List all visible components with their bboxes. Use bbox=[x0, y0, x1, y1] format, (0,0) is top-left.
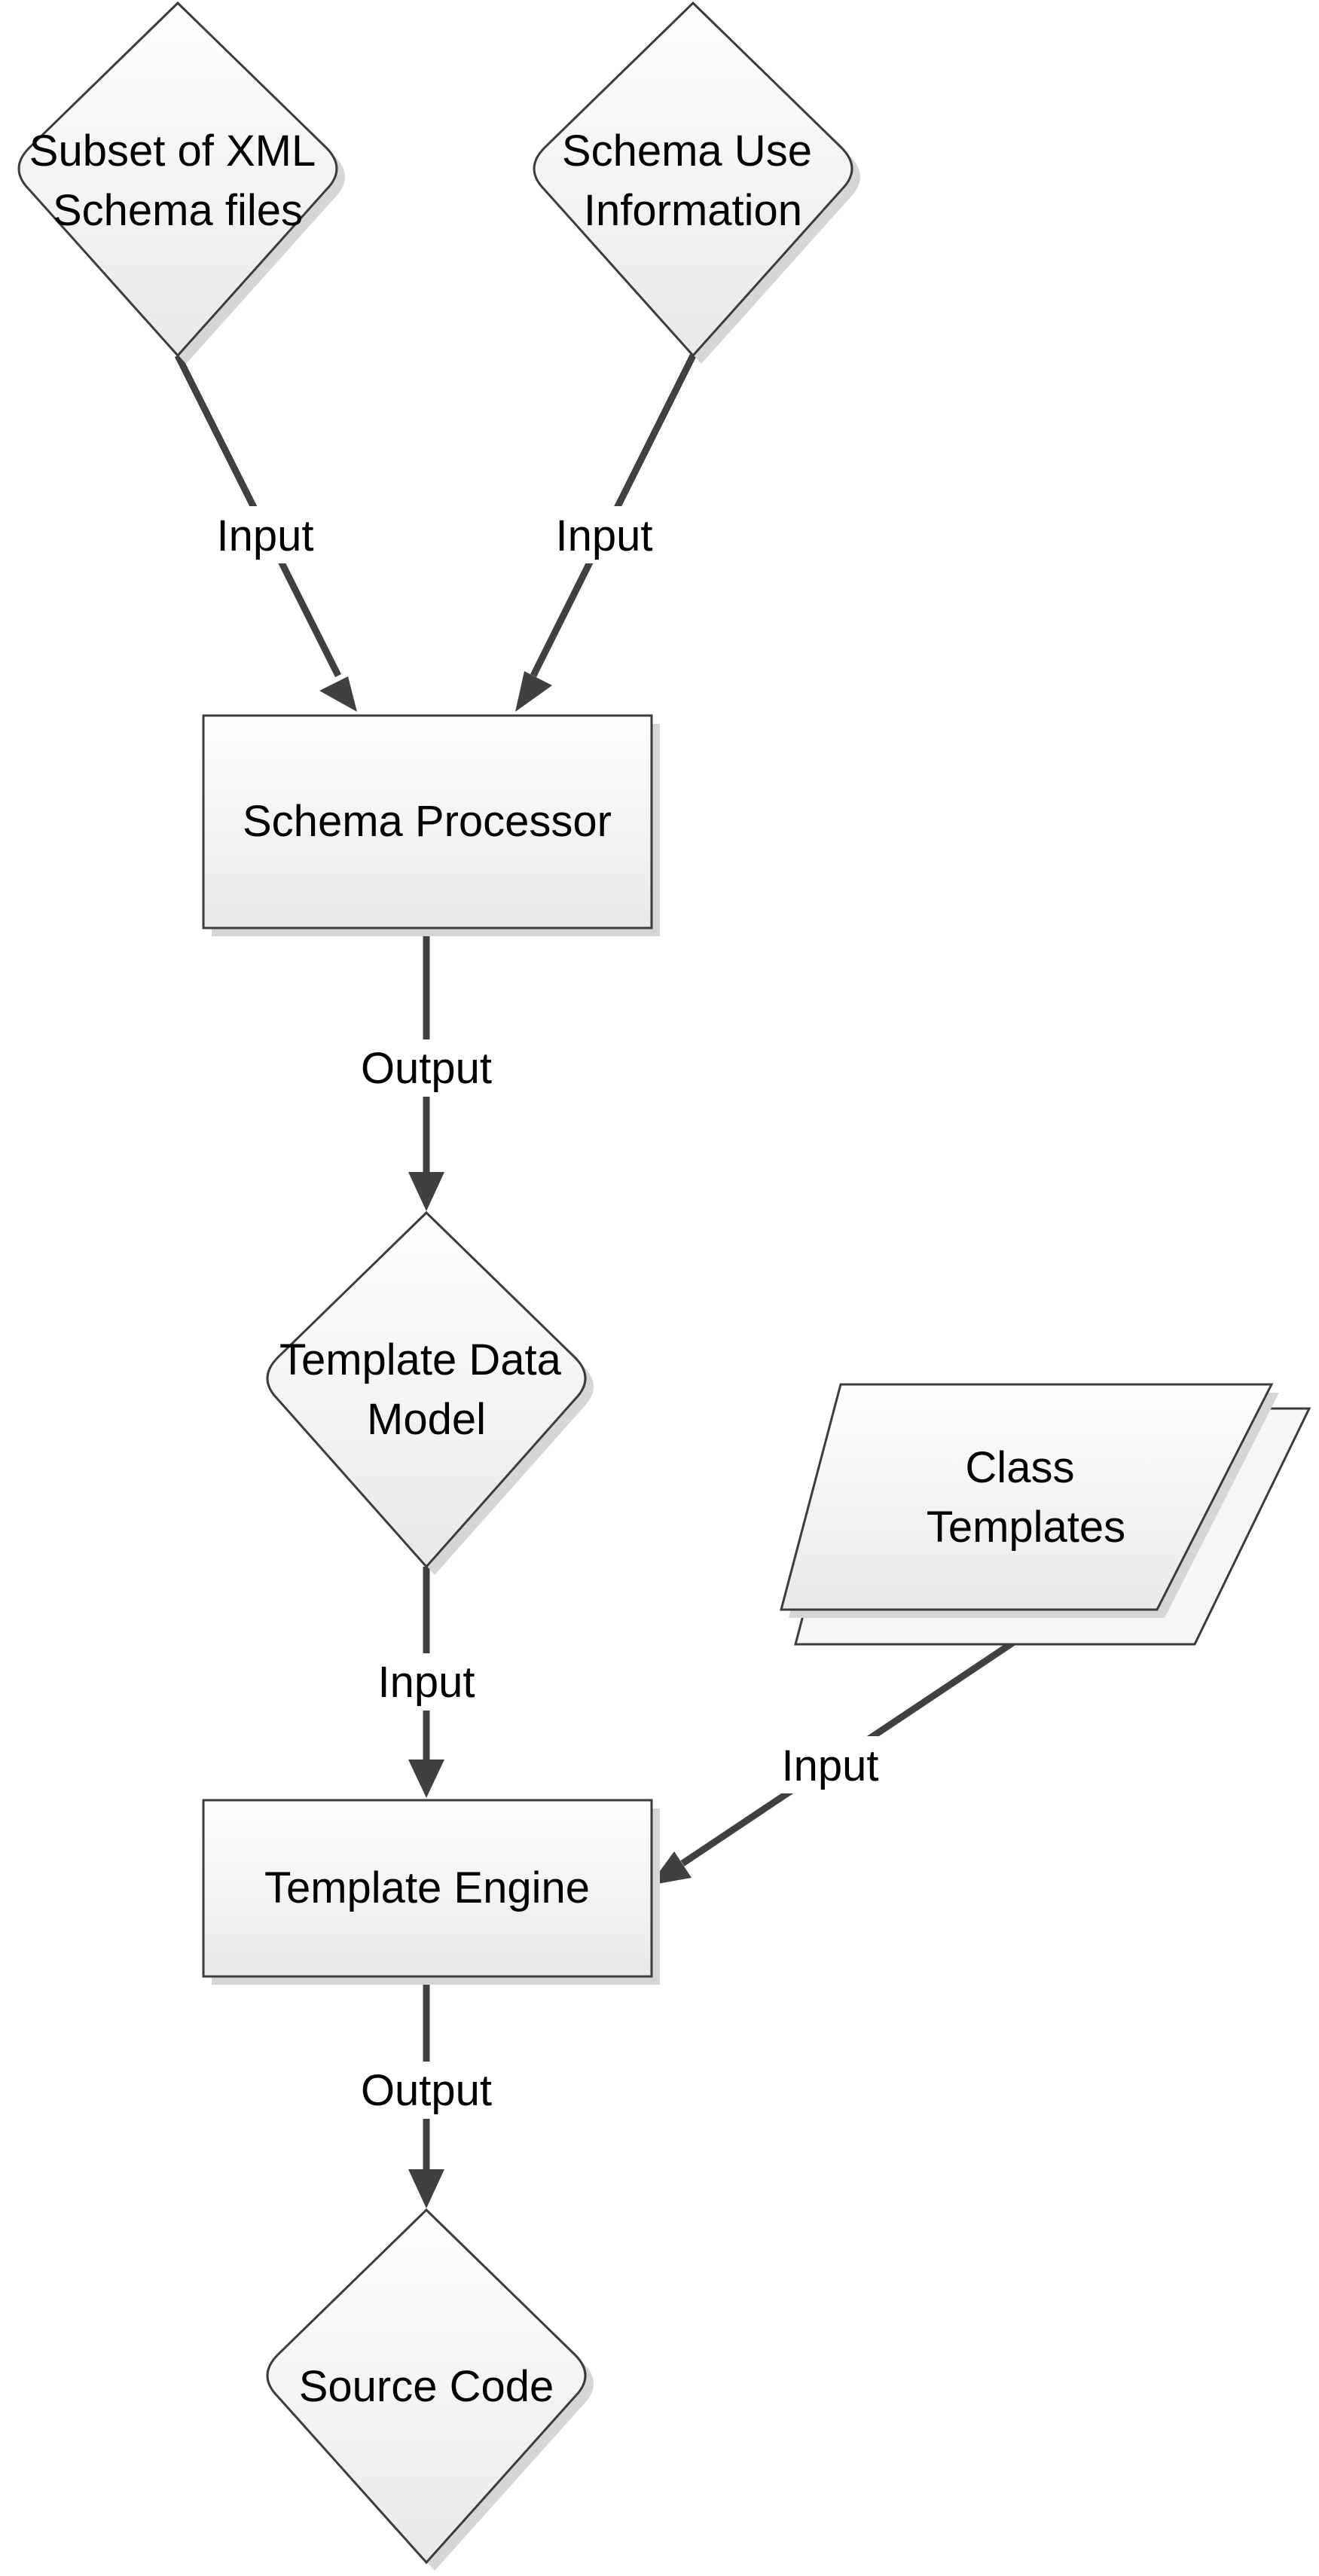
edge-model-to-engine-arrowhead bbox=[408, 1760, 444, 1798]
node-source-code-label: Source Code bbox=[299, 2362, 554, 2411]
node-template-data-model: Template Data Model bbox=[266, 1210, 594, 1575]
node-xml-schema-subset-shape bbox=[17, 1, 338, 358]
node-schema-processor-label: Schema Processor bbox=[243, 797, 612, 846]
edge-engine-to-source-label-bg bbox=[343, 2062, 509, 2119]
edge-templates-to-engine-label-bg bbox=[768, 1736, 893, 1793]
edge-xml-to-processor: Input bbox=[174, 353, 357, 712]
node-source-code: Source Code bbox=[266, 2208, 594, 2571]
edge-xml-to-processor-label-bg bbox=[203, 506, 328, 563]
node-class-templates-shape bbox=[780, 1383, 1274, 1611]
edge-templates-to-engine-label: Input bbox=[782, 1741, 879, 1790]
edge-use-to-processor-arrowhead bbox=[515, 671, 552, 712]
node-class-templates-label-line-2: Templates bbox=[927, 1503, 1125, 1552]
node-template-data-model-label: Template Data Model bbox=[279, 1335, 573, 1444]
edge-model-to-engine-label-bg bbox=[365, 1653, 489, 1711]
node-xml-schema-subset: Subset of XML Schema files bbox=[17, 1, 345, 364]
edge-processor-to-model-label: Output bbox=[361, 1044, 492, 1093]
node-template-engine-label-line-1: Template Engine bbox=[264, 1863, 590, 1912]
edge-engine-to-source-arrowhead bbox=[408, 2169, 444, 2208]
node-xml-schema-subset-label: Subset of XML Schema files bbox=[29, 127, 326, 235]
edge-engine-to-source-label: Output bbox=[361, 2066, 492, 2115]
edge-processor-to-model-arrowhead bbox=[408, 1172, 444, 1211]
node-schema-use-info-label-line-2: Information bbox=[584, 186, 802, 235]
edge-use-to-processor-label: Input bbox=[556, 511, 653, 560]
edge-xml-to-processor-arrowhead bbox=[319, 676, 357, 712]
node-xml-schema-subset-label-line-1: Subset of XML bbox=[29, 127, 315, 175]
node-template-data-model-label-line-1: Template Data bbox=[279, 1335, 562, 1384]
edge-engine-to-source: Output bbox=[343, 1973, 509, 2208]
node-schema-use-info-shape bbox=[533, 1, 853, 358]
node-xml-schema-subset-label-line-2: Schema files bbox=[53, 186, 303, 235]
edge-model-to-engine: Input bbox=[365, 1567, 489, 1798]
node-template-data-model-label-line-2: Model bbox=[367, 1395, 486, 1444]
node-class-templates-label: Class Templates bbox=[927, 1443, 1125, 1552]
edge-xml-to-processor-label: Input bbox=[217, 511, 314, 560]
node-template-engine-label: Template Engine bbox=[264, 1863, 590, 1912]
edge-processor-to-model: Output bbox=[343, 926, 509, 1211]
edge-processor-to-model-label-bg bbox=[343, 1039, 509, 1097]
node-source-code-label-line-1: Source Code bbox=[299, 2362, 554, 2411]
node-schema-processor: Schema Processor bbox=[202, 714, 660, 936]
node-class-templates-label-line-1: Class bbox=[965, 1443, 1074, 1492]
node-schema-use-info-label: Schema Use Information bbox=[562, 127, 824, 235]
node-schema-processor-shape bbox=[202, 714, 653, 929]
edge-use-to-processor-label-bg bbox=[542, 506, 667, 563]
node-template-engine: Template Engine bbox=[202, 1799, 660, 1985]
node-template-engine-shape bbox=[202, 1799, 653, 1978]
node-schema-processor-label-line-1: Schema Processor bbox=[243, 797, 612, 846]
node-source-code-shape bbox=[266, 2208, 587, 2565]
edge-templates-to-engine: Input bbox=[649, 1639, 1016, 1885]
node-schema-use-info: Schema Use Information bbox=[533, 1, 860, 364]
edge-model-to-engine-label: Input bbox=[378, 1658, 475, 1707]
node-class-templates: Class Templates bbox=[780, 1383, 1311, 1646]
node-template-data-model-shape bbox=[266, 1210, 587, 1569]
edge-use-to-processor: Input bbox=[515, 353, 697, 712]
node-schema-use-info-label-line-1: Schema Use bbox=[562, 127, 812, 175]
